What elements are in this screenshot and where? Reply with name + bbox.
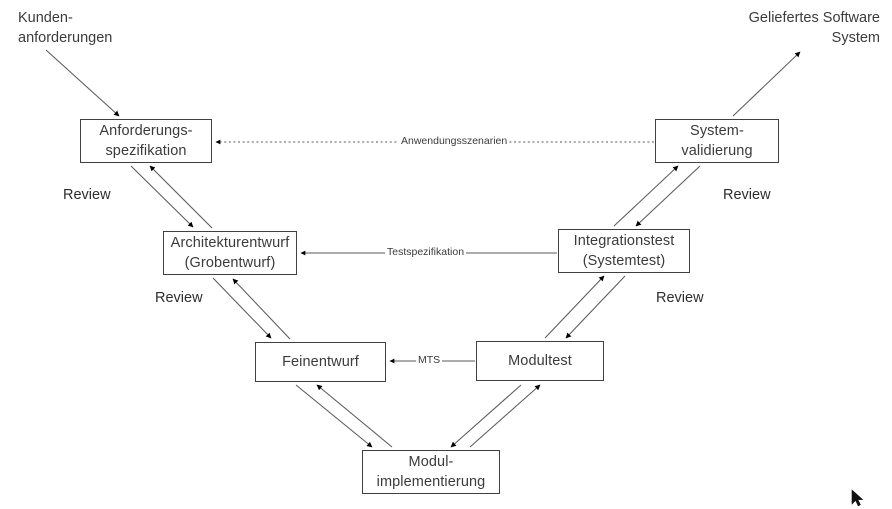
edge-feinentwurf-to-modulimplementierung	[295, 384, 373, 448]
edge-label-anwendungsszenarien: Anwendungsszenarien	[399, 135, 510, 148]
label-review-top-right: Review	[722, 187, 772, 203]
edge-architekturentwurf-to-feinentwurf	[212, 277, 272, 339]
label-kundenanforderungen: Kunden- anforderungen	[18, 10, 113, 46]
edge-integrationstest-to-modultest	[565, 275, 626, 339]
node-integrationstest[interactable]: Integrationstest (Systemtest)	[558, 229, 690, 273]
edge-label-mts: MTS	[416, 354, 443, 367]
edge-kundenanforderungen-to-anforderungsspezifikation	[45, 49, 120, 117]
edge-systemvalidierung-to-geliefertes-system	[732, 51, 801, 117]
edge-architekturentwurf-to-anforderungsspezifikation	[149, 165, 213, 229]
edge-modulimplementierung-to-modultest	[469, 384, 541, 448]
edge-integrationstest-to-systemvalidierung	[613, 165, 679, 227]
node-feinentwurf[interactable]: Feinentwurf	[255, 342, 386, 382]
label-review-mid-right: Review	[655, 290, 705, 306]
edge-modultest-to-modulimplementierung	[450, 384, 522, 448]
node-anforderungsspezifikation[interactable]: Anforderungs- spezifikation	[80, 119, 212, 163]
edge-feinentwurf-to-architekturentwurf	[232, 278, 291, 340]
edge-label-testspezifikation: Testspezifikation	[385, 246, 467, 259]
edge-systemvalidierung-to-integrationstest	[635, 165, 701, 227]
node-architekturentwurf[interactable]: Architekturentwurf (Grobentwurf)	[163, 231, 297, 275]
node-modulimplementierung[interactable]: Modul- implementierung	[362, 450, 500, 494]
node-modultest[interactable]: Modultest	[476, 341, 604, 381]
node-systemvalidierung[interactable]: System- validierung	[655, 119, 779, 163]
edge-modultest-to-integrationstest	[544, 275, 605, 339]
label-review-top-left: Review	[62, 187, 112, 203]
label-geliefertes-software-system: Geliefertes Software System	[748, 10, 880, 46]
label-review-mid-left: Review	[154, 290, 204, 306]
edge-anforderungsspezifikation-to-architekturentwurf	[130, 165, 194, 228]
edge-modulimplementierung-to-feinentwurf	[316, 384, 393, 448]
